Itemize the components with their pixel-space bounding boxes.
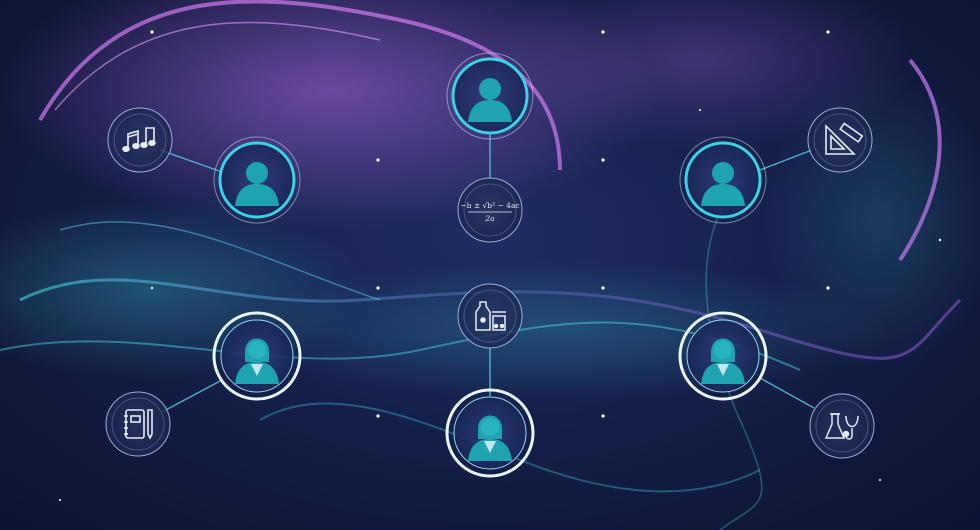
person-node-lower-right[interactable] <box>678 311 768 401</box>
person-avatar-icon <box>235 162 279 206</box>
person-node-upper-right[interactable] <box>679 136 767 224</box>
formula-denominator: 2a <box>484 214 494 223</box>
person-avatar-icon <box>468 78 512 122</box>
connector-lines <box>159 133 815 413</box>
geometry-node[interactable] <box>807 107 873 173</box>
star-dots <box>59 30 942 501</box>
quadratic-formula-icon: −b ± √b² − 4ac 2a <box>460 201 519 223</box>
person-avatar-female-icon <box>468 415 512 461</box>
person-avatar-female-icon <box>701 338 745 384</box>
formula-node[interactable]: −b ± √b² − 4ac 2a <box>457 177 523 243</box>
formula-numerator: −b ± √b² − 4ac <box>460 201 519 210</box>
person-avatar-icon <box>701 162 745 206</box>
music-notes-icon <box>122 127 156 153</box>
notebook-pen-icon <box>124 409 153 440</box>
lab-flasks-icon <box>475 301 506 331</box>
person-node-upper-left[interactable] <box>213 136 301 224</box>
music-node[interactable] <box>107 107 173 173</box>
flask-stethoscope-icon <box>824 413 859 440</box>
notebook-node[interactable] <box>105 391 171 457</box>
medicine-node[interactable] <box>809 393 875 459</box>
chemistry-node[interactable] <box>457 283 523 349</box>
person-node-lower-center[interactable] <box>445 388 535 478</box>
person-avatar-female-icon <box>235 338 279 384</box>
person-node-lower-left[interactable] <box>212 311 302 401</box>
ruler-triangle-icon <box>825 122 864 155</box>
person-node-top[interactable] <box>446 52 534 140</box>
